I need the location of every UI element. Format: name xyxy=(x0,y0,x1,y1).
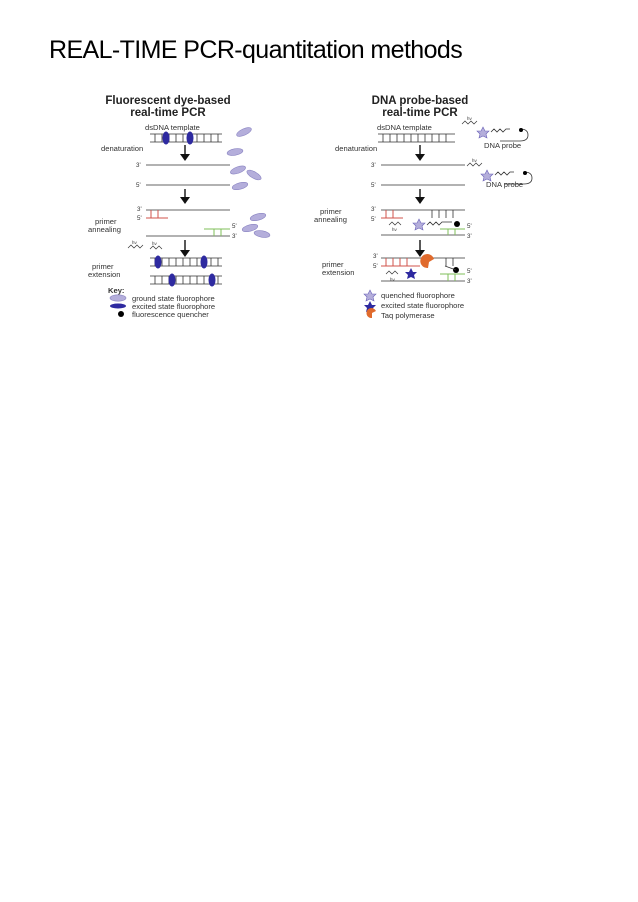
excited-fluorophore xyxy=(168,273,176,287)
end-label: 5' xyxy=(137,215,142,222)
left-step-extension-2: extension xyxy=(88,270,121,279)
left-title-line1: Fluorescent dye-based xyxy=(105,95,230,107)
end-label: 3' xyxy=(232,233,237,240)
key-item: Taq polymerase xyxy=(381,311,435,320)
ground-state-fluorophore-icon xyxy=(109,294,127,302)
primer-green xyxy=(440,228,465,235)
excited-fluorophore xyxy=(162,131,170,145)
excited-fluorophore xyxy=(186,131,194,145)
end-label: 5' xyxy=(467,223,472,230)
left-dsdna-template xyxy=(150,133,222,143)
key-item: excited state fluorophore xyxy=(381,301,464,310)
fluorescence-quencher-icon xyxy=(118,311,124,317)
primer-red xyxy=(381,258,420,267)
right-key: quenched fluorophore excited state fluor… xyxy=(363,289,464,320)
excited-state-fluorophore xyxy=(405,268,417,279)
end-label: 5' xyxy=(232,223,237,230)
hv-label: hν xyxy=(472,158,477,163)
left-key-title: Key: xyxy=(108,286,124,295)
end-label: 5' xyxy=(373,263,378,270)
fluorescence-quencher xyxy=(454,221,460,227)
end-label: 3' xyxy=(373,253,378,260)
primer-red xyxy=(381,210,403,219)
primer-green xyxy=(204,228,230,236)
left-step-annealing-2: annealing xyxy=(88,225,121,234)
emission-wave xyxy=(127,244,144,249)
right-template-label: dsDNA template xyxy=(377,123,432,132)
excited-fluorophore xyxy=(154,255,162,269)
quenched-fluorophore-icon xyxy=(363,289,377,302)
excited-fluorophore xyxy=(200,255,208,269)
hv-label: hν xyxy=(152,241,157,246)
key-item: excited state fluorophore xyxy=(132,302,215,311)
step-arrow xyxy=(180,145,190,161)
end-label: 3' xyxy=(371,206,376,213)
emission-wave xyxy=(149,245,163,250)
taq-polymerase-icon xyxy=(366,308,376,319)
right-title-line2: real-time PCR xyxy=(382,107,458,119)
end-label: 3' xyxy=(137,206,142,213)
step-arrow xyxy=(415,145,425,161)
end-label: 3' xyxy=(467,233,472,240)
hv-label: hν xyxy=(390,277,395,282)
right-step-denaturation: denaturation xyxy=(335,144,377,153)
probe-label: DNA probe xyxy=(484,141,521,150)
primer-green xyxy=(440,273,465,281)
ground-fluorophores xyxy=(226,125,271,239)
right-step-extension-2: extension xyxy=(322,268,355,277)
left-key: ground state fluorophore excited state f… xyxy=(109,294,215,319)
end-label: 5' xyxy=(467,268,472,275)
hv-label: hν xyxy=(392,227,397,232)
right-step-annealing-1: primer xyxy=(320,207,342,216)
dna-probe: hν DNA probe xyxy=(466,158,533,189)
step-arrow xyxy=(180,189,190,204)
left-title-line2: real-time PCR xyxy=(130,107,206,119)
quenched-fluorophore xyxy=(412,218,426,231)
end-label: 3' xyxy=(371,162,376,169)
left-step-denaturation: denaturation xyxy=(101,144,143,153)
left-step-extension-1: primer xyxy=(92,262,114,271)
excited-fluorophore xyxy=(208,273,216,287)
left-panel: Fluorescent dye-based real-time PCR dsDN… xyxy=(88,95,271,319)
end-label: 3' xyxy=(136,162,141,169)
right-step-extension-1: primer xyxy=(322,260,344,269)
probe-label: DNA probe xyxy=(486,180,523,189)
left-step-annealing-1: primer xyxy=(95,217,117,226)
end-label: 5' xyxy=(371,182,376,189)
right-title-line1: DNA probe-based xyxy=(372,95,469,107)
excited-state-fluorophore-icon xyxy=(110,303,126,309)
end-label: 5' xyxy=(371,216,376,223)
key-item: fluorescence quencher xyxy=(132,310,209,319)
key-item: quenched fluorophore xyxy=(381,291,455,300)
end-label: 5' xyxy=(136,182,141,189)
end-label: 3' xyxy=(467,278,472,285)
hv-label: hν xyxy=(467,116,472,121)
page-title: REAL-TIME PCR-quantitation methods xyxy=(49,36,463,64)
dna-probe: hν DNA probe xyxy=(461,116,529,150)
step-arrow xyxy=(415,240,425,257)
step-arrow xyxy=(180,240,190,257)
step-arrow xyxy=(415,189,425,204)
primer-red xyxy=(146,210,168,219)
left-template-label: dsDNA template xyxy=(145,123,200,132)
taq-polymerase xyxy=(420,254,434,269)
right-panel: DNA probe-based real-time PCR dsDNA temp… xyxy=(314,95,533,320)
key-item: ground state fluorophore xyxy=(132,294,215,303)
right-dsdna-template xyxy=(378,133,455,143)
right-step-annealing-2: annealing xyxy=(314,215,347,224)
hv-label: hν xyxy=(132,240,137,245)
